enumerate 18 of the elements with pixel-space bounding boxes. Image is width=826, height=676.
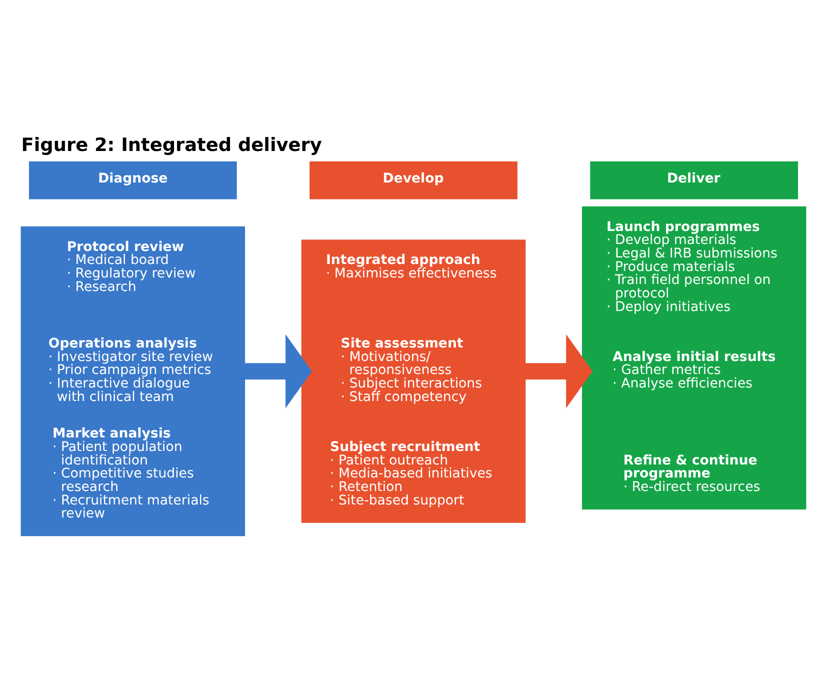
node-text: Analyse initial results · Gather metrics · Analyse efficiencies [612,349,776,392]
node-text: Subject recruitment · Patient outreach · Media-based initiatives · Retention · Site-based support [330,440,492,508]
cluster [20,226,245,536]
node-text: Operations analysis · Investigator site review · Prior campaign metrics · Interactive dialogue with clinical team [48,336,212,404]
node-text: Site assessment · Motivations/ responsiveness · Subject interactions · Staff competency [340,336,482,404]
arrow [244,334,312,408]
diagram-title: Figure 2: Integrated delivery [20,134,322,156]
node-box: Diagnose [28,160,236,199]
node-text: Refine & continue programme · Re-direct resources [622,452,760,494]
node-box: Develop [309,160,517,199]
node-box: Deliver [590,160,798,199]
cluster [581,206,806,510]
cluster [300,239,526,522]
arrow [524,334,592,408]
node-text: Integrated approach · Maximises effectiveness [325,252,496,281]
node-text: Protocol review · Medical board · Regulatory review · Research [66,239,196,294]
node-text: Market analysis · Patient population identification · Competitive studies research · Recruitment materials review [52,426,209,522]
node-text: Launch programmes · Develop materials · Legal & IRB submissions · Produce materials · Train field personnel on protocol · Deploy initiatives [606,219,777,314]
